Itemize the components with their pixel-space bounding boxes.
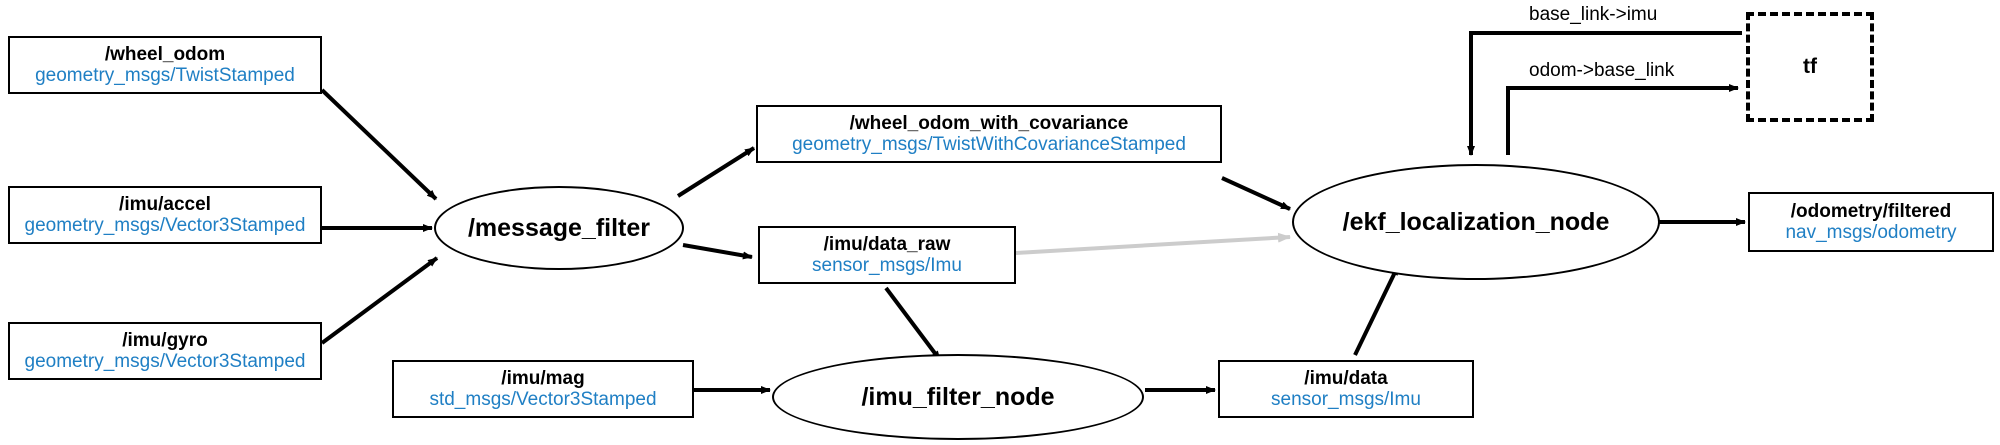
topic-name: /imu/accel [119,193,211,215]
edge-imu-data-raw-to-ekf-inactive [1014,232,1291,255]
tf-label: tf [1803,55,1817,78]
edge-imu-gyro-to-message-filter [320,256,439,345]
edge-message-filter-to-imu-data-raw [682,243,753,260]
topic-imu-mag[interactable]: /imu/mag std_msgs/Vector3Stamped [392,360,694,418]
node-imu-filter-node[interactable]: /imu_filter_node [772,354,1144,440]
tf-broadcaster[interactable]: tf [1746,12,1874,122]
topic-imu-data[interactable]: /imu/data sensor_msgs/Imu [1218,360,1474,418]
topic-imu-accel[interactable]: /imu/accel geometry_msgs/Vector3Stamped [8,186,322,244]
topic-name: /imu/mag [501,367,585,389]
node-ekf-localization-node[interactable]: /ekf_localization_node [1292,164,1660,280]
edge-imu-data-raw-to-imu-filter-node [884,286,942,362]
topic-name: /wheel_odom [104,43,226,65]
topic-name: /imu/data [1304,367,1388,389]
node-label: /message_filter [467,213,651,242]
node-label: /imu_filter_node [861,382,1055,411]
edge-message-filter-to-wheel-odom-with-covariance [676,146,756,198]
topic-type: nav_msgs/odometry [1785,222,1957,243]
node-label: /ekf_localization_node [1342,207,1610,236]
topic-name: /imu/gyro [122,329,208,351]
edge-imu-data-to-ekf [1353,265,1400,356]
topic-imu-gyro[interactable]: /imu/gyro geometry_msgs/Vector3Stamped [8,322,322,380]
edge-wheel-odom-to-message-filter [320,88,438,201]
edge-tf-to-ekf-base-link-imu [1467,31,1742,156]
edge-label-odom-base-link: odom->base_link [1529,60,1675,81]
topic-name: /wheel_odom_with_covariance [849,112,1129,134]
topic-type: std_msgs/Vector3Stamped [429,389,657,410]
topic-type: geometry_msgs/Vector3Stamped [24,215,306,236]
topic-type: geometry_msgs/TwistStamped [35,65,295,86]
topic-type: geometry_msgs/TwistWithCovarianceStamped [792,134,1186,155]
topic-name: /imu/data_raw [823,233,951,255]
edge-wheel-odom-with-covariance-to-ekf [1221,176,1291,211]
edge-label-base-link-imu: base_link->imu [1529,4,1658,25]
topic-name: /odometry/filtered [1790,200,1952,222]
topic-imu-data-raw[interactable]: /imu/data_raw sensor_msgs/Imu [758,226,1016,284]
edge-ekf-to-tf-odom-base-link [1506,84,1739,155]
topic-type: geometry_msgs/Vector3Stamped [24,351,306,372]
topic-odometry-filtered[interactable]: /odometry/filtered nav_msgs/odometry [1748,192,1994,252]
topic-type: sensor_msgs/Imu [1271,389,1421,410]
topic-type: sensor_msgs/Imu [812,255,962,276]
node-message-filter[interactable]: /message_filter [434,186,684,270]
topic-wheel-odom-with-covariance[interactable]: /wheel_odom_with_covariance geometry_msg… [756,105,1222,163]
topic-wheel-odom[interactable]: /wheel_odom geometry_msgs/TwistStamped [8,36,322,94]
